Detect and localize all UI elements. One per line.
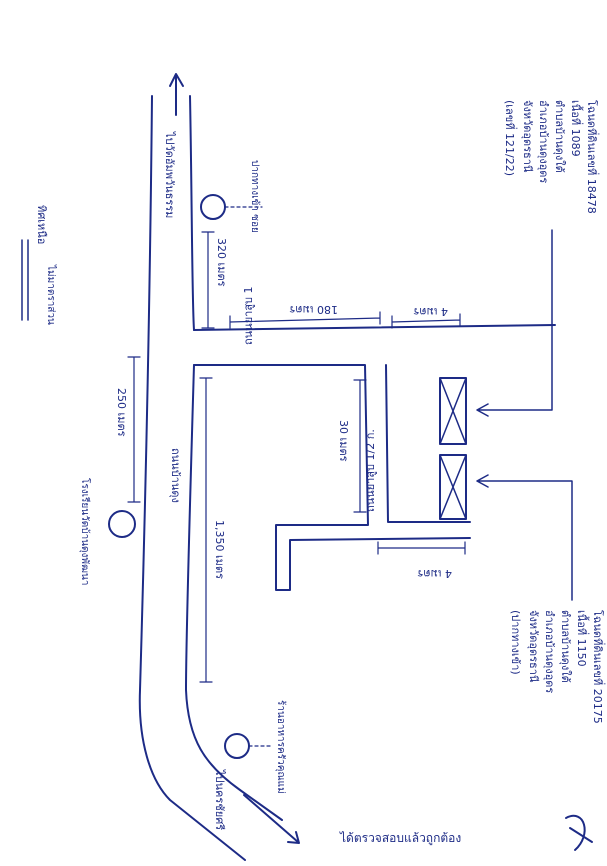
dist-4-bottom-label: 4 เมตร <box>417 567 452 580</box>
north-label-note: ไม่มาตราส่วน <box>45 264 57 325</box>
landmark-mid-label: โรงเรียนวัดบ้านดุงพัฒนา <box>79 478 92 585</box>
note-bottom: โฉนดที่ดินเลขที่ 20175 เนื้อที่ 1150 ตำบ… <box>509 610 606 724</box>
main-road-label: ถนนบ้านดุง <box>169 448 182 503</box>
dim-4-bottom <box>377 541 466 555</box>
south-road-arrow <box>243 794 300 844</box>
main-road-left-edge <box>138 95 246 861</box>
pointer-top <box>476 229 553 417</box>
svg-text:โฉนดที่ดินเลขที่ 20175: โฉนดที่ดินเลขที่ 20175 <box>591 610 606 724</box>
svg-text:โฉนดที่ดินเลขที่ 18478: โฉนดที่ดินเลขที่ 18478 <box>585 100 600 214</box>
soi-bottom-edge <box>193 364 471 591</box>
dim-320 <box>201 231 215 329</box>
dist-180-label: 180 เมตร <box>289 303 338 316</box>
dim-250 <box>127 356 141 503</box>
svg-text:จังหวัดอุดรธานี: จังหวัดอุดรธานี <box>527 610 540 683</box>
north-road-arrow <box>169 73 184 116</box>
dim-1350 <box>199 377 213 683</box>
signature-mark <box>565 814 593 851</box>
svg-text:เนื้อที่ 1089: เนื้อที่ 1089 <box>569 100 584 157</box>
svg-text:ตำบลบ้านดุงใต้: ตำบลบ้านดุงใต้ <box>559 610 572 683</box>
svg-text:(ปากทางเข้า): (ปากทางเข้า) <box>509 610 522 675</box>
svg-text:(เลขที่ 121/22): (เลขที่ 121/22) <box>503 100 518 176</box>
landmark-bottom-marker <box>224 733 250 759</box>
landmark-top-marker <box>200 194 226 220</box>
dim-30 <box>353 379 367 513</box>
north-label: ทิศเหนือ <box>35 205 48 244</box>
landmark-mid-marker <box>108 510 136 538</box>
road-top-label: ไปวัดอัมพวันธรรม <box>163 131 176 218</box>
north-underline <box>21 239 29 321</box>
svg-text:เนื้อที่ 1150: เนื้อที่ 1150 <box>575 610 590 667</box>
svg-text:อำเภอบ้านดุงอุดร: อำเภอบ้านดุงอุดร <box>537 100 550 183</box>
dist-250-label: 250 เมตร <box>115 388 128 437</box>
soi-lower-label: ถนนยาสูบ 1/2 ก. <box>364 429 377 512</box>
soi-right-edge <box>385 364 471 523</box>
soi-top-edge <box>193 324 556 331</box>
svg-text:ตำบลบ้านดุงใต้: ตำบลบ้านดุงใต้ <box>553 100 566 173</box>
svg-text:อำเภอบ้านดุงอุดร: อำเภอบ้านดุงอุดร <box>543 610 556 693</box>
dist-1350-label: 1,350 เมตร <box>213 520 226 579</box>
note-top: โฉนดที่ดินเลขที่ 18478 เนื้อที่ 1089 ตำบ… <box>503 100 600 214</box>
dist-320-label: 320 เมตร <box>215 238 228 287</box>
dim-180 <box>229 311 381 329</box>
dist-4-top-label: 4 เมตร <box>413 305 448 318</box>
main-road-right-edge <box>185 95 283 821</box>
signature-text: ได้ตรวจสอบแล้วถูกต้อง <box>339 831 461 846</box>
landmark-bottom-label: ร้านอาหารครัวคุณแม่ <box>275 700 287 794</box>
dist-30-label: 30 เมตร <box>337 420 350 462</box>
plot-top <box>439 377 467 445</box>
svg-text:จังหวัดอุดรธานี: จังหวัดอุดรธานี <box>521 100 534 173</box>
dim-4-top <box>391 313 461 329</box>
soi-label: ถนนยาสูบ 1 <box>242 286 255 345</box>
plot-bottom <box>439 454 467 520</box>
road-bottom-label: ไปนครชัยศรี <box>213 769 226 830</box>
pointer-bottom <box>476 474 573 601</box>
landmark-top-label: ปากทางเข้า ซอย <box>249 160 261 233</box>
